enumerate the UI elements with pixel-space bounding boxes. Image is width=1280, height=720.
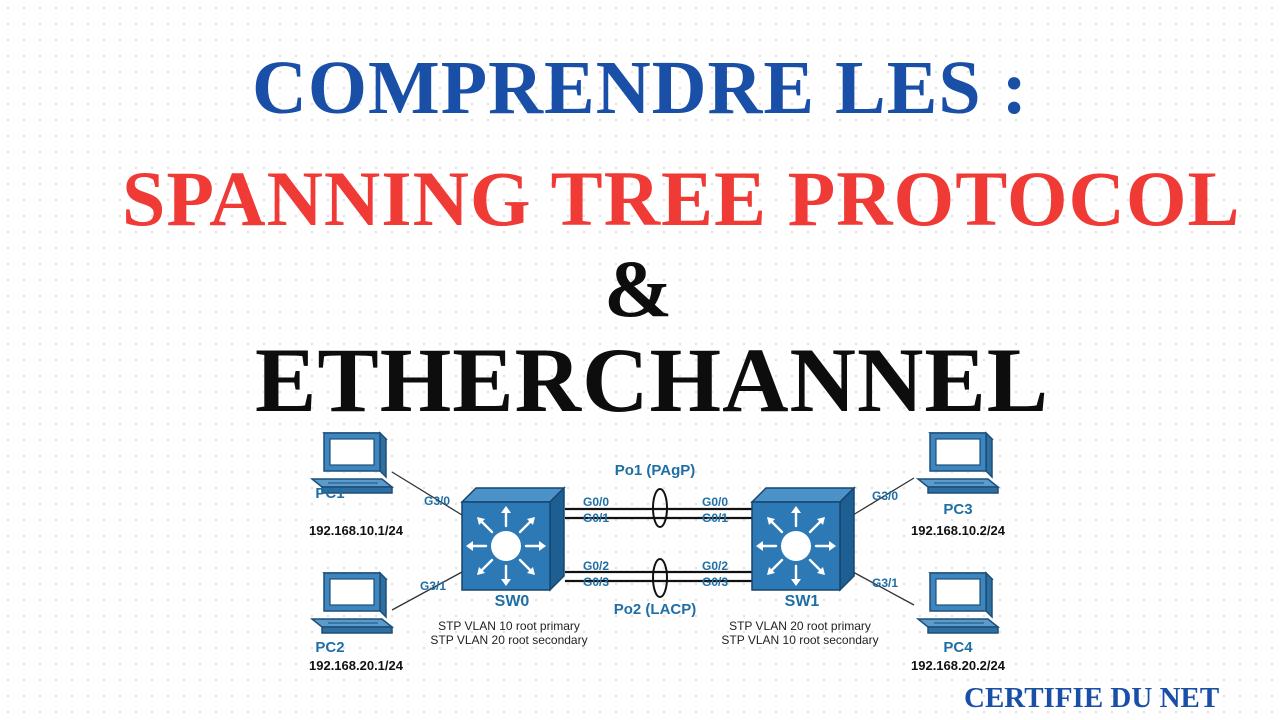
pc1-label: PC1 (315, 485, 344, 502)
sw1-note-1: STP VLAN 20 root primary (729, 619, 871, 633)
sw1-switch-icon (750, 486, 856, 592)
bundle-rings (652, 488, 668, 598)
pc4-port-label: G3/1 (872, 576, 898, 590)
brand-label: CERTIFIE DU NET (964, 682, 1220, 714)
sw1-port-g0-3: G0/3 (702, 575, 728, 589)
sw0-switch-icon (460, 486, 566, 592)
pc-links (391, 471, 915, 611)
po2-label: Po2 (LACP) (614, 601, 697, 618)
pc3-label: PC3 (943, 501, 972, 518)
sw1-port-g0-2: G0/2 (702, 559, 728, 573)
title-ampersand: & (604, 243, 673, 334)
po1-label: Po1 (PAgP) (615, 462, 696, 479)
pc3-icon (917, 432, 999, 494)
sw0-note-2: STP VLAN 20 root secondary (430, 633, 587, 647)
sw0-note-1: STP VLAN 10 root primary (438, 619, 580, 633)
sw0-port-g0-2: G0/2 (583, 559, 609, 573)
sw0-label: SW0 (495, 593, 530, 610)
pc3-ip: 192.168.10.2/24 (911, 523, 1006, 538)
sw1-label: SW1 (785, 593, 820, 610)
sw0-port-g0-0: G0/0 (583, 495, 609, 509)
pc1-icon (311, 432, 393, 494)
pc4-icon (917, 572, 999, 634)
title-line-4: ETHERCHANNEL (255, 329, 1050, 431)
pc1-ip: 192.168.10.1/24 (309, 523, 404, 538)
sw1-note-2: STP VLAN 10 root secondary (721, 633, 878, 647)
pc4-ip: 192.168.20.2/24 (911, 658, 1006, 673)
pc2-label: PC2 (315, 639, 344, 656)
pc2-ip: 192.168.20.1/24 (309, 658, 404, 673)
pc3-port-label: G3/0 (872, 489, 898, 503)
pc2-port-label: G3/1 (420, 579, 446, 593)
pc1-port-label: G3/0 (424, 494, 450, 508)
pc4-label: PC4 (943, 639, 973, 656)
sw1-port-g0-1: G0/1 (702, 511, 728, 525)
sw0-port-g0-3: G0/3 (583, 575, 609, 589)
pc2-icon (311, 572, 393, 634)
po2-ring (652, 558, 668, 598)
etherchannel-links (565, 507, 752, 583)
po1-ring (652, 488, 668, 528)
title-line-2: SPANNING TREE PROTOCOL (122, 155, 1241, 242)
sw1-port-g0-0: G0/0 (702, 495, 728, 509)
title-line-1: COMPRENDRE LES : (251, 46, 1029, 130)
sw0-port-g0-1: G0/1 (583, 511, 609, 525)
